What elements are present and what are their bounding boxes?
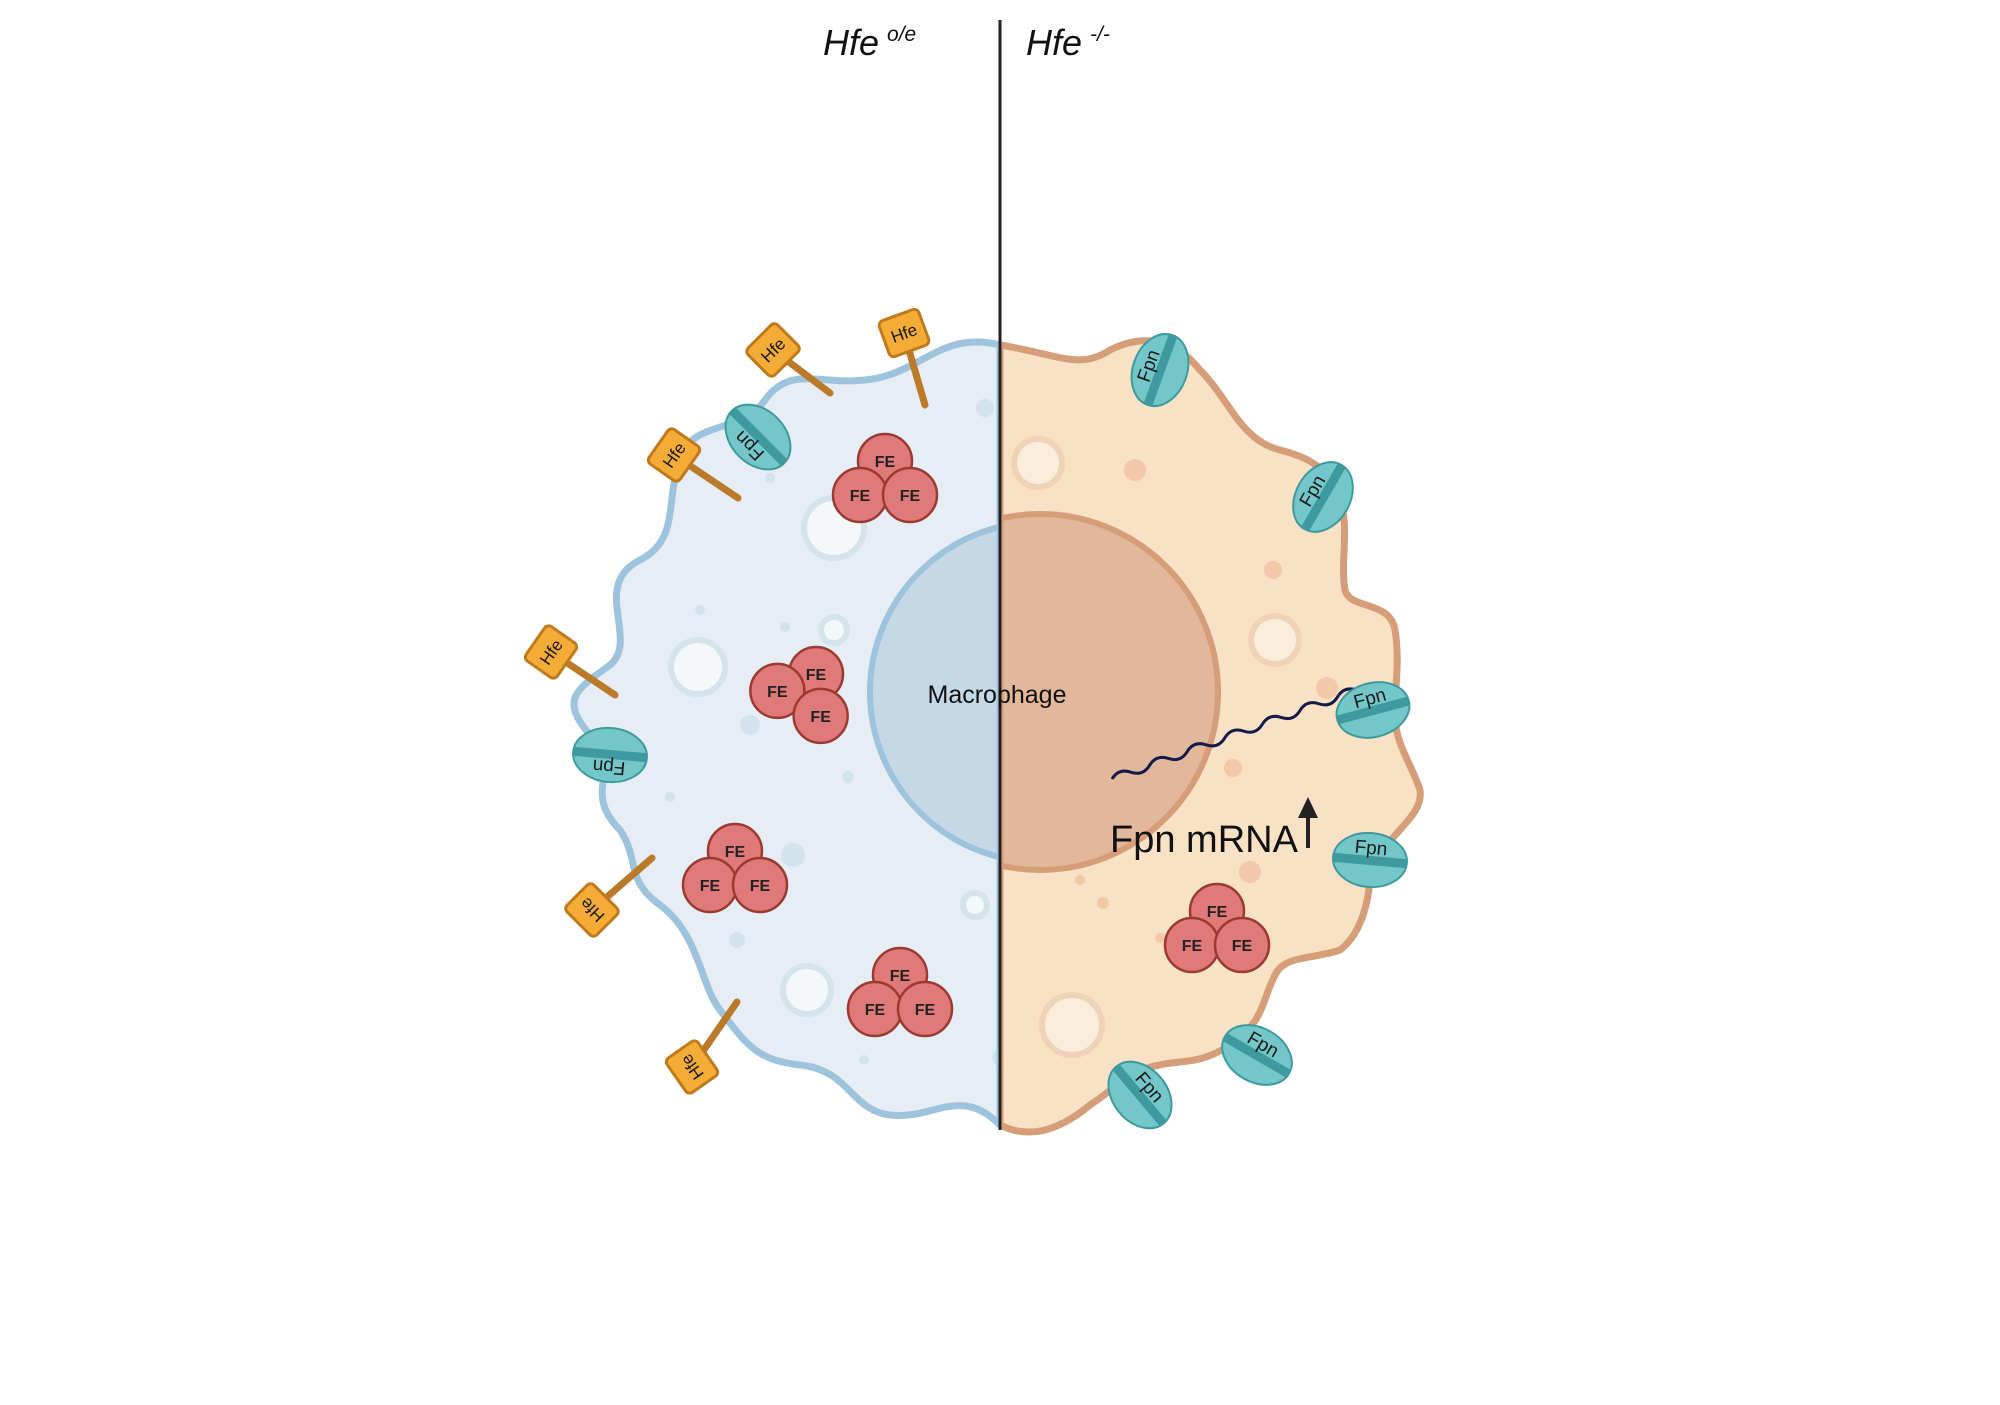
hfe-head: Hfe	[564, 882, 620, 938]
left-nucleus	[867, 523, 1000, 861]
hfe-head: Hfe	[745, 322, 801, 378]
left-vesicles	[665, 399, 1000, 1066]
hfe-box	[877, 307, 931, 359]
fpn-band	[1222, 1033, 1292, 1078]
fpn-band	[729, 407, 788, 466]
upregulation-arrow-icon	[1298, 797, 1318, 848]
iron-label: FE	[875, 454, 896, 471]
hfe-box	[564, 882, 620, 938]
iron-atom: FE	[1213, 916, 1271, 974]
iron-label: FE	[810, 709, 831, 726]
right-membrane-outline	[1000, 337, 1424, 1136]
fpn-band	[1112, 1064, 1167, 1127]
fpn-protein: Fpn	[1335, 681, 1411, 739]
iron-label: FE	[915, 1002, 936, 1019]
hfe-protein: Hfe	[877, 307, 931, 409]
iron-label: FE	[900, 488, 921, 505]
iron-atom: FE	[731, 856, 789, 914]
iron-circle	[731, 856, 789, 914]
fpn-mrna-label: Fpn mRNA	[1110, 819, 1299, 861]
hfe-box	[745, 322, 801, 378]
hfe-head: Hfe	[877, 307, 931, 359]
iron-label: FE	[865, 1002, 886, 1019]
fpn-band	[1143, 333, 1178, 407]
iron-atom: FE	[792, 687, 849, 745]
fpn-band	[1336, 696, 1411, 725]
fpn-mrna-squiggle	[1110, 687, 1357, 780]
iron-label: FE	[850, 488, 871, 505]
iron-circle	[881, 466, 939, 524]
fpn-label: Fpn	[592, 755, 626, 779]
fpn-protein: Fpn	[1130, 333, 1190, 407]
fpn-protein: Fpn	[1332, 831, 1408, 889]
iron-cluster: FE FE FE	[749, 645, 849, 745]
iron-label: FE	[725, 844, 746, 861]
hfe-protein: Hfe	[523, 624, 619, 699]
hfe-head: Hfe	[646, 427, 702, 483]
iron-label: FE	[767, 684, 788, 701]
iron-atom: FE	[681, 856, 739, 914]
hfe-protein: Hfe	[664, 998, 741, 1095]
right-vesicles	[1011, 436, 1338, 1058]
iron-label: FE	[890, 968, 911, 985]
hfe-head: Hfe	[664, 1039, 720, 1095]
iron-atom: FE	[749, 662, 806, 720]
left-cell-half	[573, 341, 1000, 1125]
fpn-protein: Fpn	[1107, 1060, 1173, 1130]
fpn-label: Fpn	[1354, 837, 1388, 861]
iron-label: FE	[750, 878, 771, 895]
iron-label: FE	[700, 878, 721, 895]
fpn-band	[1332, 852, 1408, 869]
iron-atom: FE	[846, 980, 904, 1038]
iron-circle	[1213, 916, 1271, 974]
hfe-protein: Hfe	[564, 854, 656, 938]
iron-label: FE	[1207, 904, 1228, 921]
hfe-protein: Hfe	[646, 427, 742, 502]
iron-label: FE	[806, 667, 827, 684]
fpn-protein: Fpn	[572, 726, 648, 784]
iron-atom: FE	[831, 466, 889, 524]
iron-atom: FE	[881, 466, 939, 524]
iron-label: FE	[1232, 938, 1253, 955]
hfe-protein: Hfe	[745, 322, 834, 397]
iron-atom: FE	[1163, 916, 1221, 974]
iron-atom: FE	[896, 980, 954, 1038]
iron-label: FE	[1182, 938, 1203, 955]
macrophage-label: Macrophage	[928, 681, 1067, 709]
hfe-box	[523, 624, 579, 680]
iron-circle	[749, 662, 806, 720]
left-cell-membrane	[573, 341, 1000, 1125]
fpn-band	[1301, 462, 1346, 532]
right-cell-half	[1000, 340, 1421, 1133]
hfe-box	[664, 1039, 720, 1095]
iron-circle	[792, 687, 849, 745]
hfe-box	[646, 427, 702, 483]
fpn-protein: Fpn	[1221, 1024, 1293, 1086]
iron-circle	[896, 980, 954, 1038]
right-nucleus	[1000, 511, 1221, 873]
right-header: Hfe-/-	[1026, 22, 1110, 63]
fpn-band	[572, 746, 648, 763]
hfe-head: Hfe	[523, 624, 579, 680]
